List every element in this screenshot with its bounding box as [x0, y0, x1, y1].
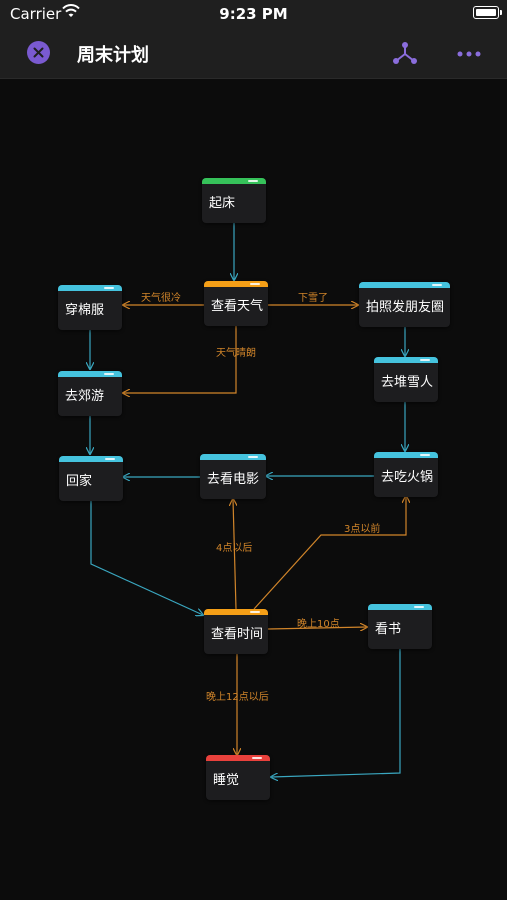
node-post-photos[interactable]: 拍照发朋友圈	[359, 282, 450, 327]
node-label: 拍照发朋友圈	[366, 300, 445, 315]
node-color-bar	[59, 456, 123, 462]
more-icon	[457, 51, 481, 57]
clock: 9:23 PM	[219, 5, 288, 23]
node-label: 看书	[375, 622, 402, 637]
edge-label-after-4: 4点以后	[216, 543, 253, 554]
node-label: 睡觉	[213, 773, 240, 788]
wifi-icon	[62, 3, 80, 22]
node-label: 去堆雪人	[381, 375, 434, 390]
node-color-bar	[374, 452, 438, 458]
node-label: 回家	[66, 474, 93, 489]
close-icon	[33, 47, 44, 58]
node-label: 起床	[209, 196, 236, 211]
edge-layer	[0, 223, 507, 900]
node-color-bar	[58, 285, 122, 291]
node-color-bar	[58, 371, 122, 377]
edge-time-to-hotpot	[253, 496, 406, 610]
graph-layout-button[interactable]	[392, 42, 418, 70]
node-hotpot[interactable]: 去吃火锅	[374, 452, 438, 497]
node-label: 去郊游	[65, 389, 105, 404]
edge-time-to-movie	[233, 499, 236, 610]
edge-weather-to-outing	[123, 326, 237, 393]
carrier-label: Carrier	[10, 5, 62, 23]
edge-label-snow: 下雪了	[298, 293, 328, 304]
node-color-bar	[359, 282, 450, 288]
node-label: 穿棉服	[65, 303, 105, 318]
node-color-bar	[368, 604, 432, 610]
more-button[interactable]	[456, 42, 482, 70]
status-bar: Carrier 9:23 PM	[0, 0, 507, 28]
page-title: 周末计划	[77, 45, 149, 66]
node-check-time[interactable]: 查看时间	[204, 609, 268, 654]
close-button[interactable]	[27, 41, 50, 64]
battery-icon	[473, 6, 502, 19]
node-sleep[interactable]: 睡觉	[206, 755, 270, 800]
node-outing[interactable]: 去郊游	[58, 371, 122, 416]
node-label: 查看天气	[211, 299, 264, 314]
edge-label-cold: 天气很冷	[141, 293, 181, 304]
node-wake-up[interactable]: 起床	[202, 178, 266, 223]
node-label: 查看时间	[211, 627, 264, 642]
flowchart-canvas[interactable]: 天气很冷 下雪了 天气晴朗 4点以后 3点以前 晚上10点 晚上12点以后 起床…	[0, 79, 507, 900]
edge-label-before-3: 3点以前	[344, 524, 381, 535]
node-label: 去看电影	[207, 472, 260, 487]
nav-bar: 周末计划	[0, 28, 507, 79]
node-color-bar	[202, 178, 266, 184]
edge-time-to-book	[267, 627, 367, 629]
edge-label-10pm: 晚上10点	[297, 619, 340, 630]
edge-label-after-12: 晚上12点以后	[206, 692, 269, 703]
node-color-bar	[206, 755, 270, 761]
node-snowman[interactable]: 去堆雪人	[374, 357, 438, 402]
node-check-weather[interactable]: 查看天气	[204, 281, 268, 326]
share-graph-icon	[393, 42, 417, 64]
node-color-bar	[204, 281, 268, 287]
node-label: 去吃火锅	[381, 470, 434, 485]
node-go-home[interactable]: 回家	[59, 456, 123, 501]
node-color-bar	[200, 454, 266, 460]
node-wear-coat[interactable]: 穿棉服	[58, 285, 122, 330]
node-movie[interactable]: 去看电影	[200, 454, 266, 499]
node-color-bar	[204, 609, 268, 615]
edge-book-to-sleep	[271, 649, 401, 777]
node-color-bar	[374, 357, 438, 363]
node-read-book[interactable]: 看书	[368, 604, 432, 649]
edge-home-to-time	[90, 501, 203, 615]
edge-label-sunny: 天气晴朗	[216, 348, 256, 359]
